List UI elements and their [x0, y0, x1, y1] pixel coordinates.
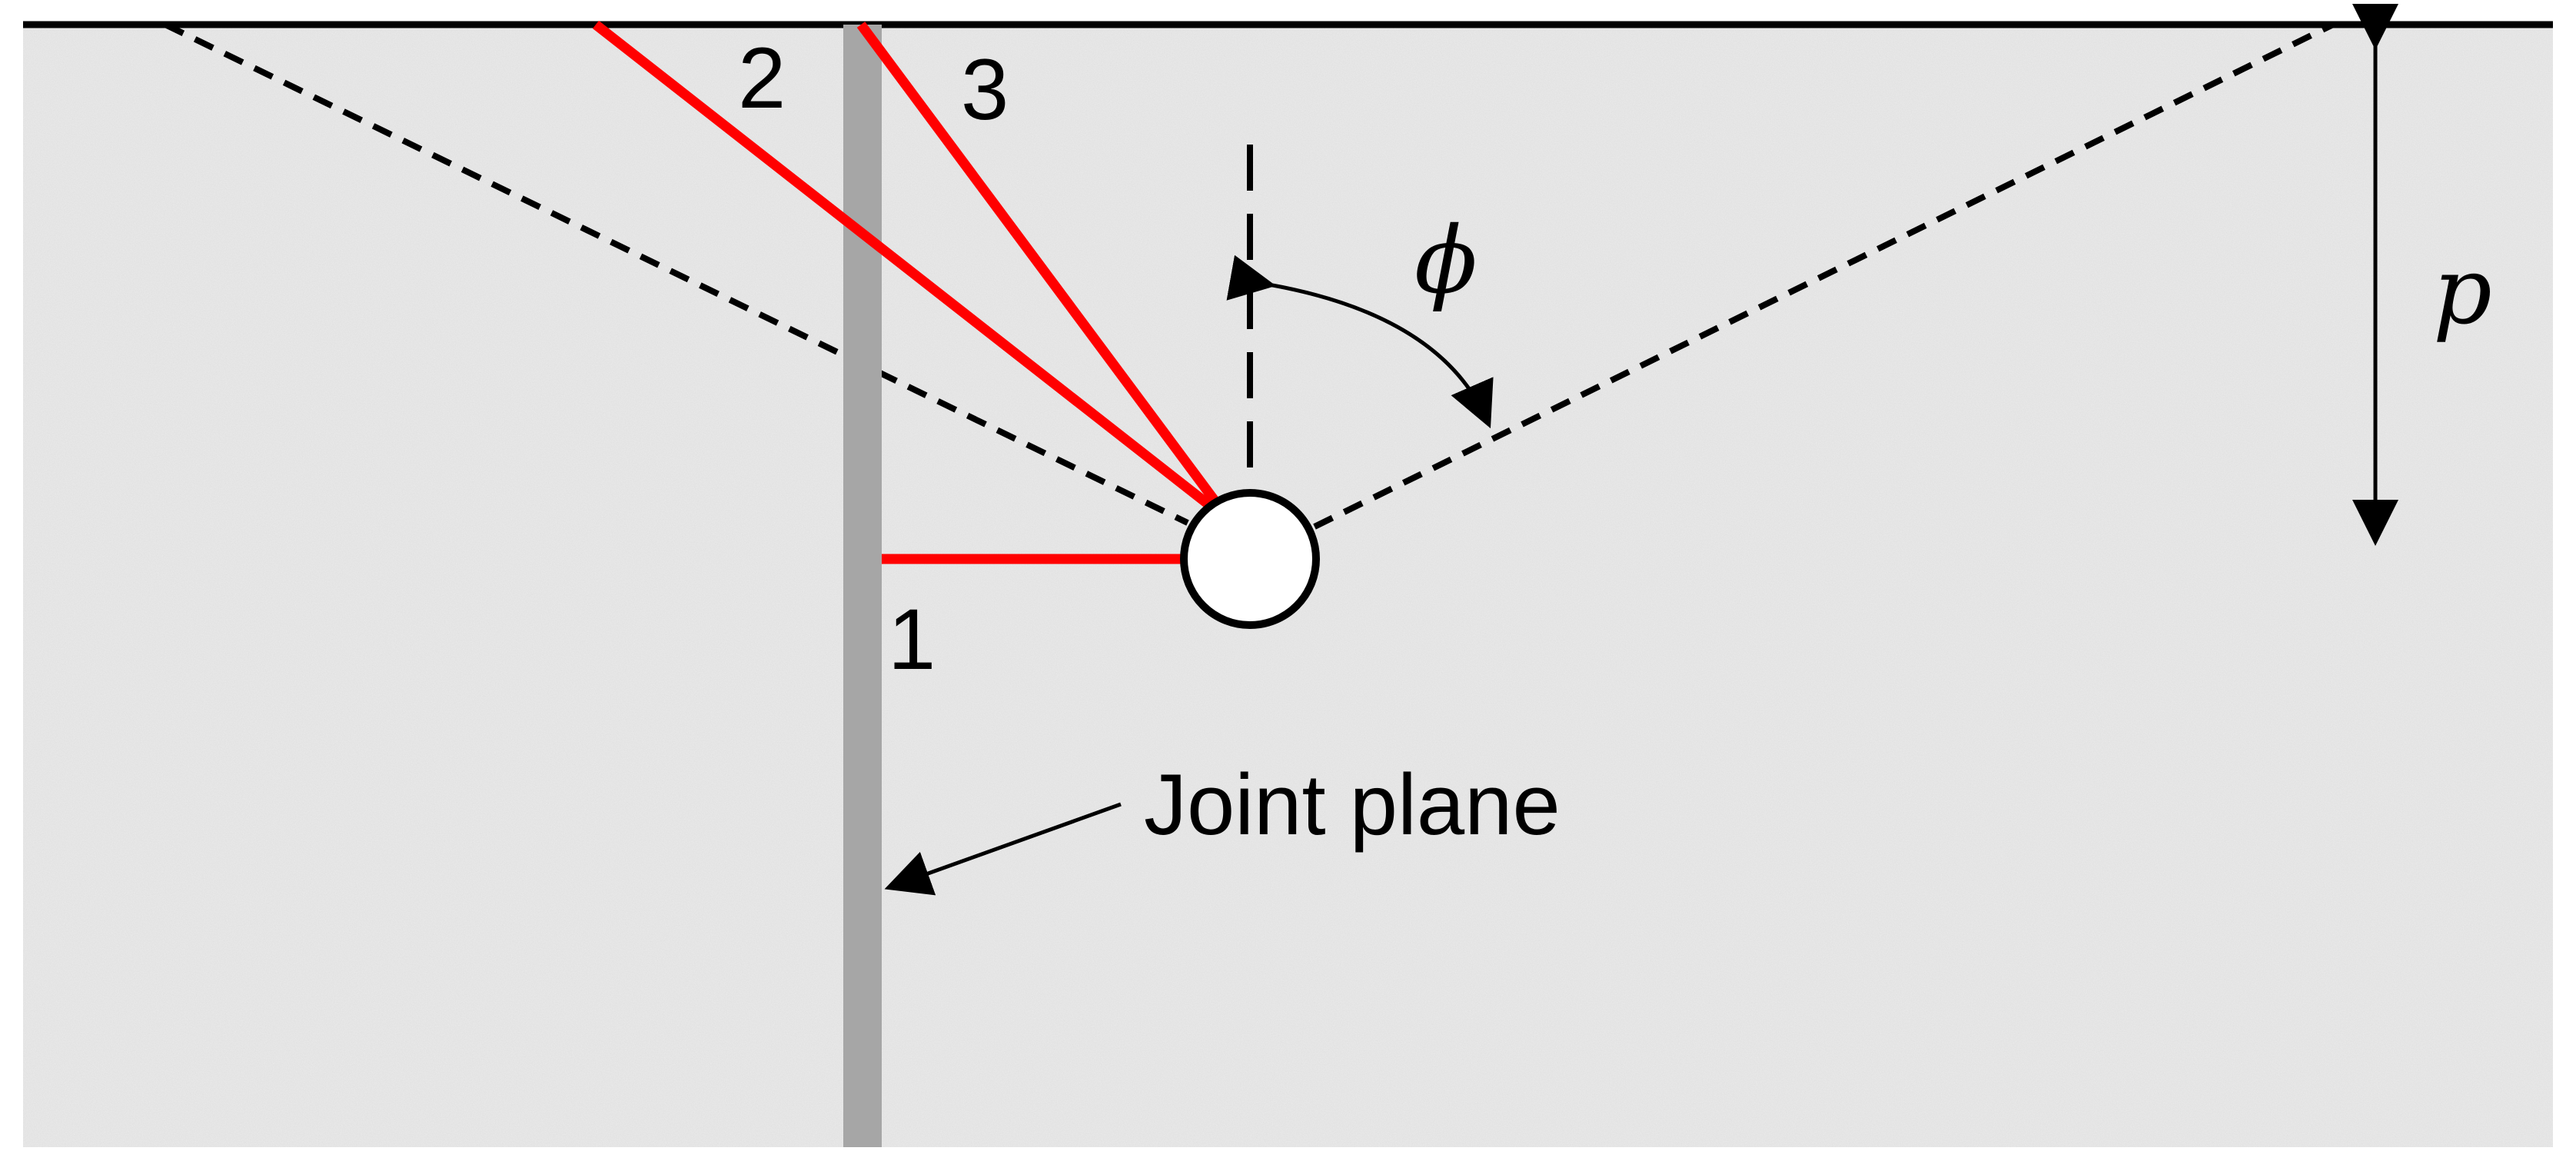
crack-label-1: 1	[888, 591, 936, 687]
joint-plane-pointer-arrow	[884, 802, 1122, 896]
borehole	[1180, 489, 1320, 629]
crater-boundary-left	[164, 22, 1189, 526]
joint-plane-label: Joint plane	[1144, 757, 1561, 853]
joint-plane	[843, 25, 882, 1147]
crack-2	[592, 20, 1216, 512]
angle-label-phi: ϕ	[1414, 208, 1477, 314]
angle-phi-arc	[1226, 254, 1494, 429]
crater-boundary-right	[1313, 22, 2335, 530]
crack-label-2: 2	[738, 30, 786, 126]
depth-label-p: p	[2433, 238, 2492, 345]
crack-label-3: 3	[961, 42, 1009, 138]
crack-3	[856, 22, 1222, 507]
